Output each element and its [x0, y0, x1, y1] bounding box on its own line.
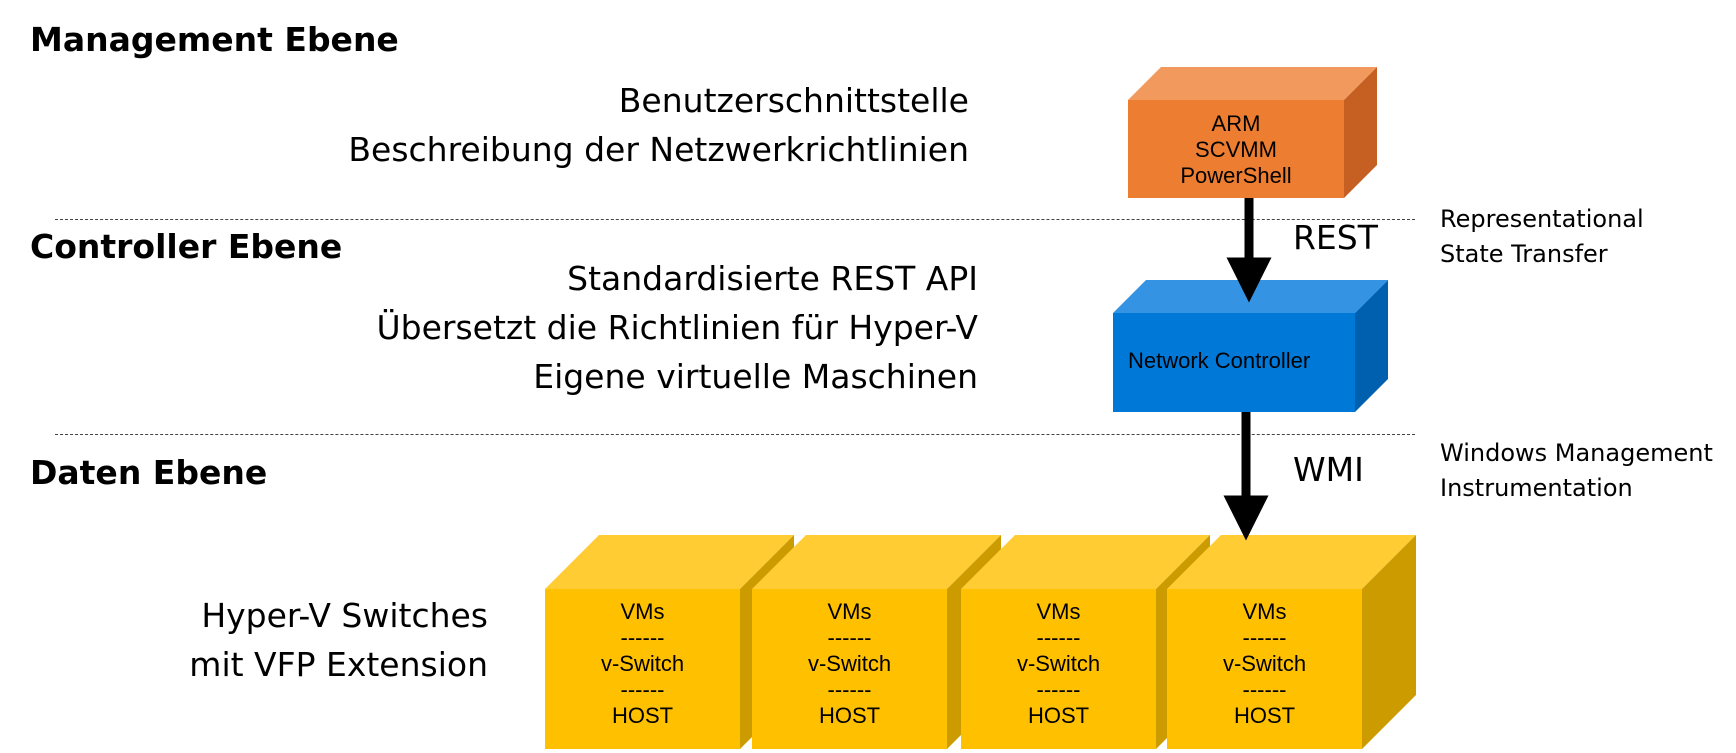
host-line-vms: VMs	[1036, 599, 1081, 624]
protocol-description-line: Instrumentation	[1440, 474, 1633, 502]
protocol-description-line: Windows Management	[1440, 439, 1713, 467]
management-box-side	[1344, 67, 1377, 198]
description-line: mit VFP Extension	[189, 645, 488, 684]
layer-divider	[55, 434, 1415, 435]
management-box	[1128, 67, 1377, 198]
host-box-label: VMs ------ v-Switch ------ HOST	[961, 599, 1156, 729]
controller-box-side	[1355, 280, 1388, 412]
host-box-label: VMs ------ v-Switch ------ HOST	[752, 599, 947, 729]
description-line: Übersetzt die Richtlinien für Hyper-V	[376, 308, 978, 347]
host-box-label: VMs ------ v-Switch ------ HOST	[1167, 599, 1362, 729]
data-layer-title: Daten Ebene	[30, 453, 268, 492]
host-line-separator: ------	[1036, 625, 1081, 650]
host-line-vswitch: v-Switch	[1016, 651, 1101, 676]
management-box-top	[1128, 67, 1377, 100]
host-line-vswitch: v-Switch	[600, 651, 685, 676]
host-line-vswitch: v-Switch	[807, 651, 892, 676]
controller-description: Standardisierte REST API Übersetzt die R…	[377, 254, 978, 401]
management-description: Benutzerschnittstelle Beschreibung der N…	[348, 76, 969, 174]
host-line-host: HOST	[1233, 703, 1296, 728]
controller-box-top	[1113, 280, 1388, 313]
host-line-separator: ------	[620, 625, 665, 650]
controller-layer-title: Controller Ebene	[30, 227, 343, 266]
protocol-rest-description: Representational State Transfer	[1440, 202, 1644, 272]
host-line-separator: ------	[1242, 625, 1287, 650]
description-line: Hyper-V Switches	[201, 596, 488, 635]
protocol-description-line: Representational	[1440, 205, 1644, 233]
management-box-label: ARM SCVMM PowerShell	[1128, 111, 1344, 189]
box-label-line: PowerShell	[1180, 163, 1292, 188]
protocol-rest: REST	[1293, 218, 1378, 257]
host-line-vms: VMs	[827, 599, 872, 624]
host-line-vms: VMs	[1242, 599, 1287, 624]
controller-box-front	[1113, 313, 1355, 412]
controller-box	[1113, 280, 1388, 412]
protocol-wmi-description: Windows Management Instrumentation	[1440, 436, 1713, 506]
controller-box-label: Network Controller	[1128, 348, 1311, 373]
host-line-separator: ------	[827, 677, 872, 702]
host-line-vms: VMs	[620, 599, 665, 624]
box-label-line: SCVMM	[1195, 137, 1277, 162]
host-line-separator: ------	[1036, 677, 1081, 702]
host-line-host: HOST	[818, 703, 881, 728]
description-line: Standardisierte REST API	[567, 259, 978, 298]
protocol-description-line: State Transfer	[1440, 240, 1608, 268]
host-box	[1167, 535, 1416, 749]
host-line-vswitch: v-Switch	[1222, 651, 1307, 676]
host-box-label: VMs ------ v-Switch ------ HOST	[545, 599, 740, 729]
host-line-separator: ------	[620, 677, 665, 702]
protocol-wmi: WMI	[1293, 450, 1364, 489]
host-line-host: HOST	[611, 703, 674, 728]
box-label-line: ARM	[1211, 111, 1261, 136]
management-layer-title: Management Ebene	[30, 20, 399, 59]
management-box-front	[1128, 100, 1344, 198]
description-line: Eigene virtuelle Maschinen	[533, 357, 978, 396]
host-line-separator: ------	[1242, 677, 1287, 702]
layer-divider	[55, 219, 1415, 220]
data-description: Hyper-V Switches mit VFP Extension	[189, 591, 488, 689]
host-line-separator: ------	[827, 625, 872, 650]
description-line: Benutzerschnittstelle	[618, 81, 969, 120]
host-line-host: HOST	[1027, 703, 1090, 728]
description-line: Beschreibung der Netzwerkrichtlinien	[348, 130, 969, 169]
